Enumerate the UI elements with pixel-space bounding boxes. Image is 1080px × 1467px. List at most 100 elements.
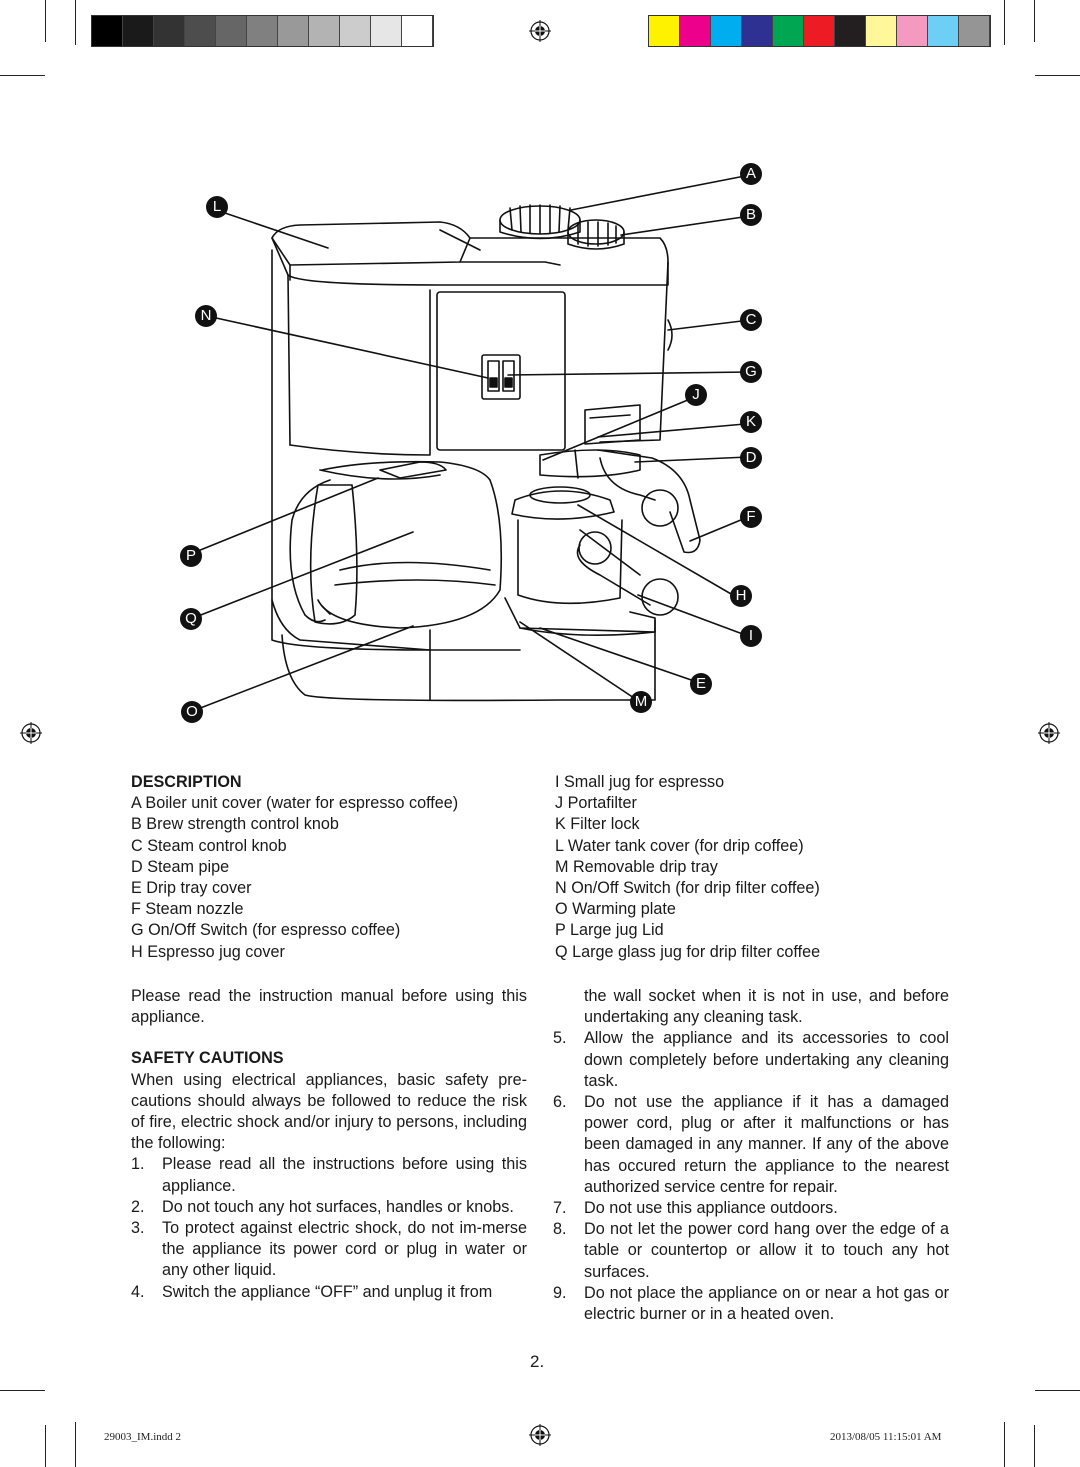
callout-g: G bbox=[740, 361, 762, 383]
grayscale-swatch bbox=[185, 16, 216, 46]
grayscale-swatch bbox=[402, 16, 433, 46]
safety-item-text: Please read all the instructions before … bbox=[162, 1155, 527, 1195]
safety-item-text: Do not place the appliance on or near a … bbox=[584, 1283, 949, 1324]
page-number: 2. bbox=[530, 1352, 545, 1371]
callout-m: M bbox=[630, 691, 652, 713]
safety-item: 7.Do not use this appliance outdoors. bbox=[553, 1198, 949, 1219]
safety-item: 8. Do not let the power cord hang over th… bbox=[553, 1219, 949, 1283]
safety-item-number: 8. bbox=[553, 1220, 567, 1239]
left-text-column: Please read the instruction manual befor… bbox=[131, 986, 527, 1303]
safety-item-number: 4. bbox=[131, 1282, 145, 1301]
footer-file: 29003_IM.indd 2 bbox=[104, 1431, 181, 1443]
safety-list-right: 5. Allow the appliance and its accessorie… bbox=[553, 1028, 949, 1325]
safety-item-number: 6. bbox=[553, 1093, 567, 1112]
footer-timestamp: 2013/08/05 11:15:01 AM bbox=[830, 1431, 942, 1443]
callout-q: Q bbox=[180, 608, 202, 630]
safety-item-text: Do not touch any hot surfaces, handles o… bbox=[162, 1197, 514, 1216]
description-item: M Removable drip tray bbox=[555, 857, 718, 876]
callout-c: C bbox=[740, 309, 762, 331]
description-list-right: I Small jug for espresso J Portafilter K F… bbox=[555, 772, 955, 963]
callout-k: K bbox=[740, 411, 762, 433]
grayscale-swatch bbox=[371, 16, 402, 46]
registration-mark-icon bbox=[529, 1424, 551, 1446]
safety-item-text: Allow the appliance and its accessories … bbox=[584, 1029, 949, 1090]
description-item: H Espresso jug cover bbox=[131, 942, 285, 961]
safety-item: 6. Do not use the appliance if it has a d… bbox=[553, 1092, 949, 1198]
callout-j: J bbox=[685, 384, 707, 406]
callout-l: L bbox=[206, 196, 228, 218]
process-color-swatch bbox=[928, 16, 959, 46]
safety-item: 2. Do not touch any hot surfaces, handles… bbox=[131, 1197, 527, 1218]
description-list-left: A Boiler unit cover (water for espresso … bbox=[131, 793, 531, 963]
grayscale-swatch bbox=[247, 16, 278, 46]
safety-item-text: Do not use the appliance if it has a dam… bbox=[584, 1093, 949, 1196]
safety-item: 9. Do not place the appliance on or near … bbox=[553, 1283, 949, 1325]
registration-mark-icon bbox=[529, 20, 551, 42]
callout-a: A bbox=[740, 163, 762, 185]
coffee-maker-illustration bbox=[187, 174, 751, 713]
callout-o: O bbox=[181, 701, 203, 723]
safety-list-left: 1. Please read all the instructions befor… bbox=[131, 1154, 527, 1302]
description-item: L Water tank cover (for drip coffee) bbox=[555, 836, 804, 855]
description-item: O Warming plate bbox=[555, 900, 676, 919]
process-color-swatch bbox=[897, 16, 928, 46]
callout-n: N bbox=[195, 305, 217, 327]
description-item: J Portafilter bbox=[555, 794, 637, 813]
callout-d: D bbox=[740, 447, 762, 469]
process-color-swatch bbox=[742, 16, 773, 46]
description-item: K Filter lock bbox=[555, 815, 640, 834]
description-item: A Boiler unit cover (water for espresso … bbox=[131, 794, 459, 813]
registration-mark-icon bbox=[1038, 722, 1060, 744]
process-color-bar bbox=[648, 15, 991, 47]
description-right-column: I Small jug for espresso J Portafilter K F… bbox=[555, 772, 955, 963]
process-color-swatch bbox=[773, 16, 804, 46]
description-item: F Steam nozzle bbox=[131, 900, 244, 919]
process-color-swatch bbox=[959, 16, 990, 46]
description-item: C Steam control knob bbox=[131, 836, 287, 855]
callout-p: P bbox=[180, 545, 202, 567]
description-item: G On/Off Switch (for espresso coffee) bbox=[131, 921, 401, 940]
safety-item: 4. Switch the appliance “OFF” and unplug … bbox=[131, 1282, 527, 1303]
process-color-swatch bbox=[649, 16, 680, 46]
safety-continuation: the wall socket when it is not in use, a… bbox=[584, 987, 949, 1027]
safety-item: 1. Please read all the instructions befor… bbox=[131, 1154, 527, 1196]
safety-item-text: Switch the appliance “OFF” and unplug it… bbox=[162, 1282, 493, 1301]
grayscale-swatch bbox=[123, 16, 154, 46]
callout-i: I bbox=[740, 625, 762, 647]
description-item: N On/Off Switch (for drip filter coffee) bbox=[555, 879, 820, 898]
registration-mark-icon bbox=[20, 722, 42, 744]
safety-item-number: 9. bbox=[553, 1283, 567, 1302]
grayscale-swatch bbox=[278, 16, 309, 46]
safety-item-text: To protect against electric shock, do no… bbox=[162, 1219, 527, 1280]
description-item: Q Large glass jug for drip filter coffee bbox=[555, 942, 821, 961]
right-text-column: the wall socket when it is not in use, a… bbox=[553, 986, 949, 1325]
process-color-swatch bbox=[711, 16, 742, 46]
safety-item-text: Do not let the power cord hang over the … bbox=[584, 1220, 949, 1281]
safety-item: 3. To protect against electric shock, do … bbox=[131, 1218, 527, 1282]
safety-item-number: 3. bbox=[131, 1219, 145, 1238]
safety-item-number: 2. bbox=[131, 1197, 145, 1216]
safety-heading: SAFETY CAUTIONS bbox=[131, 1049, 284, 1068]
callout-f: F bbox=[740, 506, 762, 528]
process-color-swatch bbox=[680, 16, 711, 46]
safety-intro: When using electrical appliances, basic … bbox=[131, 1070, 527, 1153]
safety-item-text: Do not use this appliance outdoors. bbox=[584, 1199, 838, 1218]
grayscale-swatch bbox=[340, 16, 371, 46]
grayscale-swatch bbox=[154, 16, 185, 46]
safety-item-number: 1. bbox=[131, 1155, 145, 1174]
description-heading: DESCRIPTION bbox=[131, 773, 242, 791]
description-item: B Brew strength control knob bbox=[131, 815, 339, 834]
description-item: P Large jug Lid bbox=[555, 921, 664, 940]
callout-h: H bbox=[730, 585, 752, 607]
process-color-swatch bbox=[866, 16, 897, 46]
safety-item: 5. Allow the appliance and its accessorie… bbox=[553, 1028, 949, 1092]
process-color-swatch bbox=[804, 16, 835, 46]
description-item: D Steam pipe bbox=[131, 857, 230, 876]
description-item: E Drip tray cover bbox=[131, 879, 252, 898]
safety-item-number: 5. bbox=[553, 1029, 567, 1048]
grayscale-color-bar bbox=[91, 15, 434, 47]
process-color-swatch bbox=[835, 16, 866, 46]
intro-paragraph: Please read the instruction manual befor… bbox=[131, 987, 527, 1027]
description-item: I Small jug for espresso bbox=[555, 773, 725, 791]
description-left-column: DESCRIPTION A Boiler unit cover (water f… bbox=[131, 772, 531, 963]
